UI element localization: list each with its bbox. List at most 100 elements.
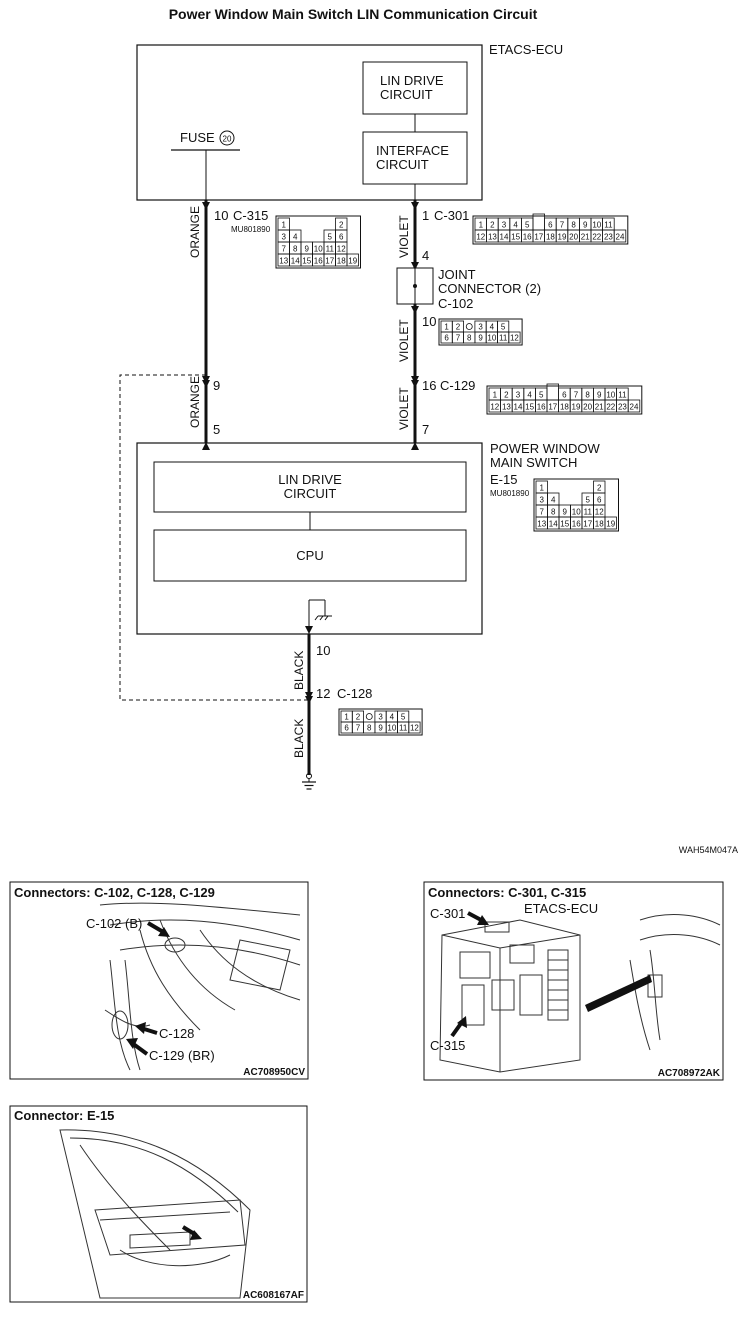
e15-part-number: MU801890 xyxy=(490,489,530,498)
connector-pin-number: 2 xyxy=(356,713,361,722)
connector-location-panel-1: Connectors: C-102, C-128, C-129 C-102 (B… xyxy=(9,881,309,1080)
connector-pin-number: 6 xyxy=(339,233,344,242)
connector-pin-number: 19 xyxy=(558,233,567,242)
connector-pin-number: 19 xyxy=(572,403,581,412)
connector-pin-number: 10 xyxy=(606,391,615,400)
panel-2-title: Connectors: C-301, C-315 xyxy=(428,885,586,900)
panel-2-code: AC708972AK xyxy=(658,1068,721,1079)
connector-pin-cell xyxy=(301,218,313,230)
connector-housing xyxy=(438,318,523,346)
connector-pin-number: 1 xyxy=(479,221,484,230)
connector-pin-cell xyxy=(604,516,617,530)
connector-pin-cell xyxy=(613,229,627,243)
connector-key xyxy=(365,713,373,720)
interface-circuit-line1: INTERFACE xyxy=(376,143,449,158)
orange-label-bottom: ORANGE xyxy=(188,376,202,428)
c301-pin: 1 xyxy=(422,208,429,223)
panel-3-title: Connector: E-15 xyxy=(14,1108,114,1123)
connector-pin-cell xyxy=(571,481,583,493)
connector-pin-cell xyxy=(346,253,359,267)
connector-pin-number: 13 xyxy=(502,403,511,412)
connector-pin-number: 5 xyxy=(501,323,506,332)
callout-c301: C-301 xyxy=(430,906,465,921)
connector-pin-number: 14 xyxy=(500,233,509,242)
connector-pin-number: 10 xyxy=(592,221,601,230)
connector-pin-number: 15 xyxy=(511,233,520,242)
connector-pin-number: 23 xyxy=(604,233,613,242)
connector-pin-number: 2 xyxy=(597,484,602,493)
connector-pin-number: 4 xyxy=(527,391,532,400)
violet-label-top: VIOLET xyxy=(397,215,411,258)
fuse-number: 20 xyxy=(223,135,232,144)
connector-pin-number: 4 xyxy=(513,221,518,230)
connector-pin-number: 9 xyxy=(478,334,483,343)
connector-pin-number: 14 xyxy=(291,257,300,266)
connector-pin-cell xyxy=(548,481,560,493)
connector-pin-number: 8 xyxy=(467,334,472,343)
connector-pin-number: 7 xyxy=(356,724,361,733)
connector-pin-number: 17 xyxy=(583,520,592,529)
connector-pin-number: 19 xyxy=(348,257,357,266)
connector-pin-number: 12 xyxy=(490,403,499,412)
connector-pin-number: 9 xyxy=(378,724,383,733)
etacs-lin-drive-line1: LIN DRIVE xyxy=(380,73,444,88)
connector-pin-number: 13 xyxy=(537,520,546,529)
connector-pin-number: 13 xyxy=(488,233,497,242)
connector-pin-number: 16 xyxy=(537,403,546,412)
connector-pin-number: 3 xyxy=(502,221,507,230)
connector-pin-number: 8 xyxy=(551,508,556,517)
connector-pin-number: 2 xyxy=(504,391,509,400)
pw-lin-drive-line1: LIN DRIVE xyxy=(278,472,342,487)
e15-pin-5: 5 xyxy=(213,422,220,437)
connector-pin-number: 8 xyxy=(293,245,298,254)
e15-pin-10: 10 xyxy=(316,643,330,658)
cpu-label: CPU xyxy=(296,548,323,563)
connector-pin-number: 15 xyxy=(560,520,569,529)
zoom-pointer xyxy=(585,975,652,1012)
connector-pin-number: 22 xyxy=(592,233,601,242)
connector-pin-cell xyxy=(533,218,545,230)
pw-switch-label-line1: POWER WINDOW xyxy=(490,441,600,456)
c301-label: C-301 xyxy=(434,208,469,223)
connector-key xyxy=(465,323,473,330)
connector-pin-number: 7 xyxy=(560,221,565,230)
connector-pin-number: 1 xyxy=(493,391,498,400)
connector-pin-number: 21 xyxy=(595,403,604,412)
connector-pin-number: 5 xyxy=(586,496,591,505)
c102-label: C-102 xyxy=(438,296,473,311)
connector-pin-number: 17 xyxy=(325,257,334,266)
connector-pin-number: 16 xyxy=(523,233,532,242)
callout-etacs-ecu: ETACS-ECU xyxy=(524,901,598,916)
connector-pin-cell xyxy=(290,218,302,230)
etacs-ecu-illustration xyxy=(439,914,721,1073)
pw-lin-drive-line2: CIRCUIT xyxy=(284,486,337,501)
connector-housing xyxy=(338,708,423,736)
connector-pin-number: 18 xyxy=(546,233,555,242)
connector-pin-number: 12 xyxy=(510,334,519,343)
ground-wire-black: 10 BLACK 12 C-128 BLACK xyxy=(292,626,372,790)
etacs-ecu-box: ETACS-ECU LIN DRIVE CIRCUIT INTERFACE CI… xyxy=(136,42,563,201)
connector-pin-number: 11 xyxy=(604,221,613,230)
connector-pin-number: 3 xyxy=(516,391,521,400)
connector-pin-number: 21 xyxy=(581,233,590,242)
connector-pin-cell xyxy=(408,721,421,734)
connector-pin-number: 24 xyxy=(616,233,625,242)
connector-key xyxy=(546,383,560,401)
panel-3-code: AC608167AF xyxy=(243,1290,304,1301)
connector-pin-number: 11 xyxy=(584,508,593,517)
connector-pin-number: 20 xyxy=(583,403,592,412)
connector-pin-cell xyxy=(324,218,336,230)
callout-c128: C-128 xyxy=(159,1026,194,1041)
connector-pin-number: 7 xyxy=(574,391,579,400)
c315-part-number: MU801890 xyxy=(231,225,271,234)
fuse-label: FUSE xyxy=(180,130,215,145)
connector-pin-number: 15 xyxy=(525,403,534,412)
connector-pin-cell xyxy=(559,493,571,505)
connector-pin-number: 9 xyxy=(563,508,568,517)
c128-pin: 12 xyxy=(316,686,330,701)
connector-pin-number: 14 xyxy=(514,403,523,412)
connector-pin-number: 3 xyxy=(540,496,545,505)
joint-out-pin: 10 xyxy=(422,314,436,329)
